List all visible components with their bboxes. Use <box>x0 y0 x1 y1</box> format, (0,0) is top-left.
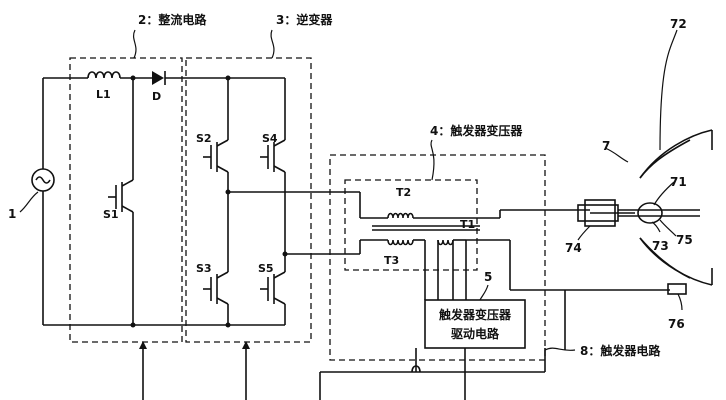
ref-72-label: 72 <box>670 17 687 31</box>
inverter-leader <box>270 29 275 59</box>
switch-s5-icon <box>260 271 286 305</box>
driver-ref-label: 5 <box>484 270 492 284</box>
rectifier-leader <box>132 29 137 59</box>
transformer-t1-icon <box>437 239 454 246</box>
lamp-ref-label: 7 <box>602 139 610 153</box>
s4-label: S4 <box>262 132 278 145</box>
ref-75-label: 75 <box>676 233 693 247</box>
ref-76-label: 76 <box>668 317 685 331</box>
t1-label: T1 <box>460 218 475 231</box>
trigger-transformer-box <box>344 179 478 271</box>
l1-label: L1 <box>96 88 111 101</box>
ref-72-leader <box>659 29 678 151</box>
ref-76-leader <box>677 293 683 311</box>
lamp-terminal-icon <box>667 283 687 295</box>
s1-label: S1 <box>103 208 119 221</box>
rectifier-label: 2：整流电路 <box>138 12 207 27</box>
driver-label-line1: 触发器变压器 <box>439 307 512 322</box>
diode-d-icon <box>152 71 166 85</box>
trigger-circuit-label: 8：触发器电路 <box>580 343 661 358</box>
inverter-box <box>185 57 312 343</box>
switch-s1-icon <box>108 179 134 213</box>
s5-label: S5 <box>258 262 274 275</box>
ref-75-leader <box>659 219 677 237</box>
switch-s4-icon <box>260 139 286 173</box>
d-label: D <box>152 90 161 103</box>
ref-71-label: 71 <box>670 175 687 189</box>
trigger-transformer-leader <box>430 139 435 181</box>
source-ref-label: 1 <box>8 207 16 221</box>
inductor-l1-icon <box>87 71 121 79</box>
source-leader <box>19 191 39 213</box>
ref-7-leader <box>604 147 629 163</box>
trigger-transformer-label: 4：触发器变压器 <box>430 123 523 138</box>
inverter-label: 3：逆变器 <box>276 12 333 27</box>
driver-circuit-box <box>424 299 526 349</box>
switch-s3-icon <box>203 271 229 305</box>
lamp-reflector-icon <box>639 129 713 286</box>
switch-s2-icon <box>203 139 229 173</box>
trigger-circuit-leader <box>544 347 576 351</box>
ref-73-label: 73 <box>652 239 669 253</box>
transformer-t3-icon <box>387 239 414 246</box>
s2-label: S2 <box>196 132 212 145</box>
ref-71-leader <box>653 181 675 206</box>
s3-label: S3 <box>196 262 212 275</box>
driver-label-line2: 驱动电路 <box>451 326 500 341</box>
rectifier-box <box>69 57 183 343</box>
t2-label: T2 <box>396 186 411 199</box>
t3-label: T3 <box>384 254 399 267</box>
lamp-bulb-icon <box>577 199 700 227</box>
ref-74-label: 74 <box>565 241 582 255</box>
transformer-t2-icon <box>387 212 414 219</box>
driver-leader <box>479 284 489 301</box>
ref-73-leader <box>651 221 661 233</box>
ref-74-leader <box>577 225 591 241</box>
